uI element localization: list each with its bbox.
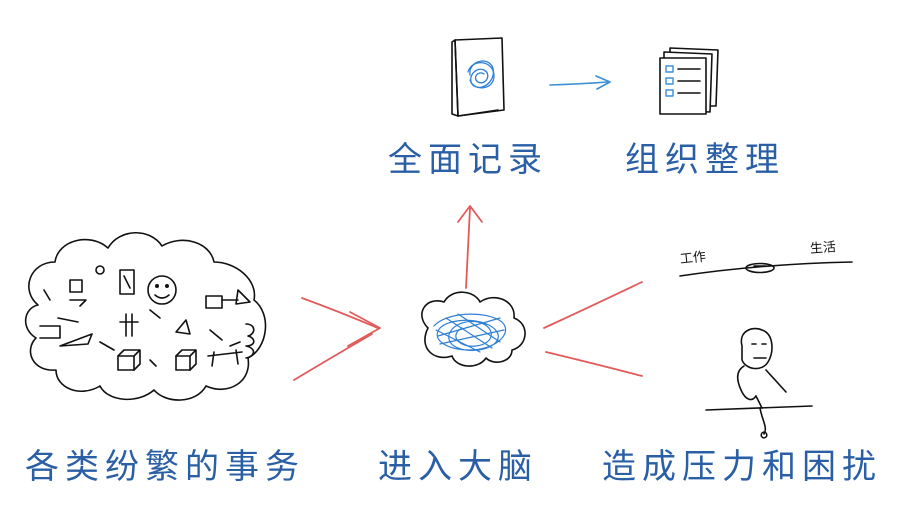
- brain-cloud: [421, 291, 526, 367]
- brain-to-stress-lines: [543, 281, 643, 377]
- label-tasks: 各类纷繁的事务: [25, 447, 305, 487]
- work-life-seesaw: [679, 261, 853, 277]
- label-brain: 进入大脑: [378, 447, 538, 487]
- record-to-organize-arrow: [549, 75, 611, 90]
- label-record: 全面记录: [388, 140, 548, 180]
- brain-to-record-arrow: [457, 205, 483, 289]
- tasks-cloud: [24, 232, 267, 401]
- notebook-icon: [451, 37, 505, 117]
- checklist-icon: [659, 47, 719, 115]
- stressed-person-icon: [705, 327, 813, 439]
- label-stress: 造成压力和困扰: [602, 447, 882, 487]
- label-organize: 组织整理: [625, 140, 785, 180]
- label-work: 工作: [679, 249, 707, 268]
- tasks-to-brain-arrow: [293, 297, 381, 381]
- label-life: 生活: [809, 240, 837, 257]
